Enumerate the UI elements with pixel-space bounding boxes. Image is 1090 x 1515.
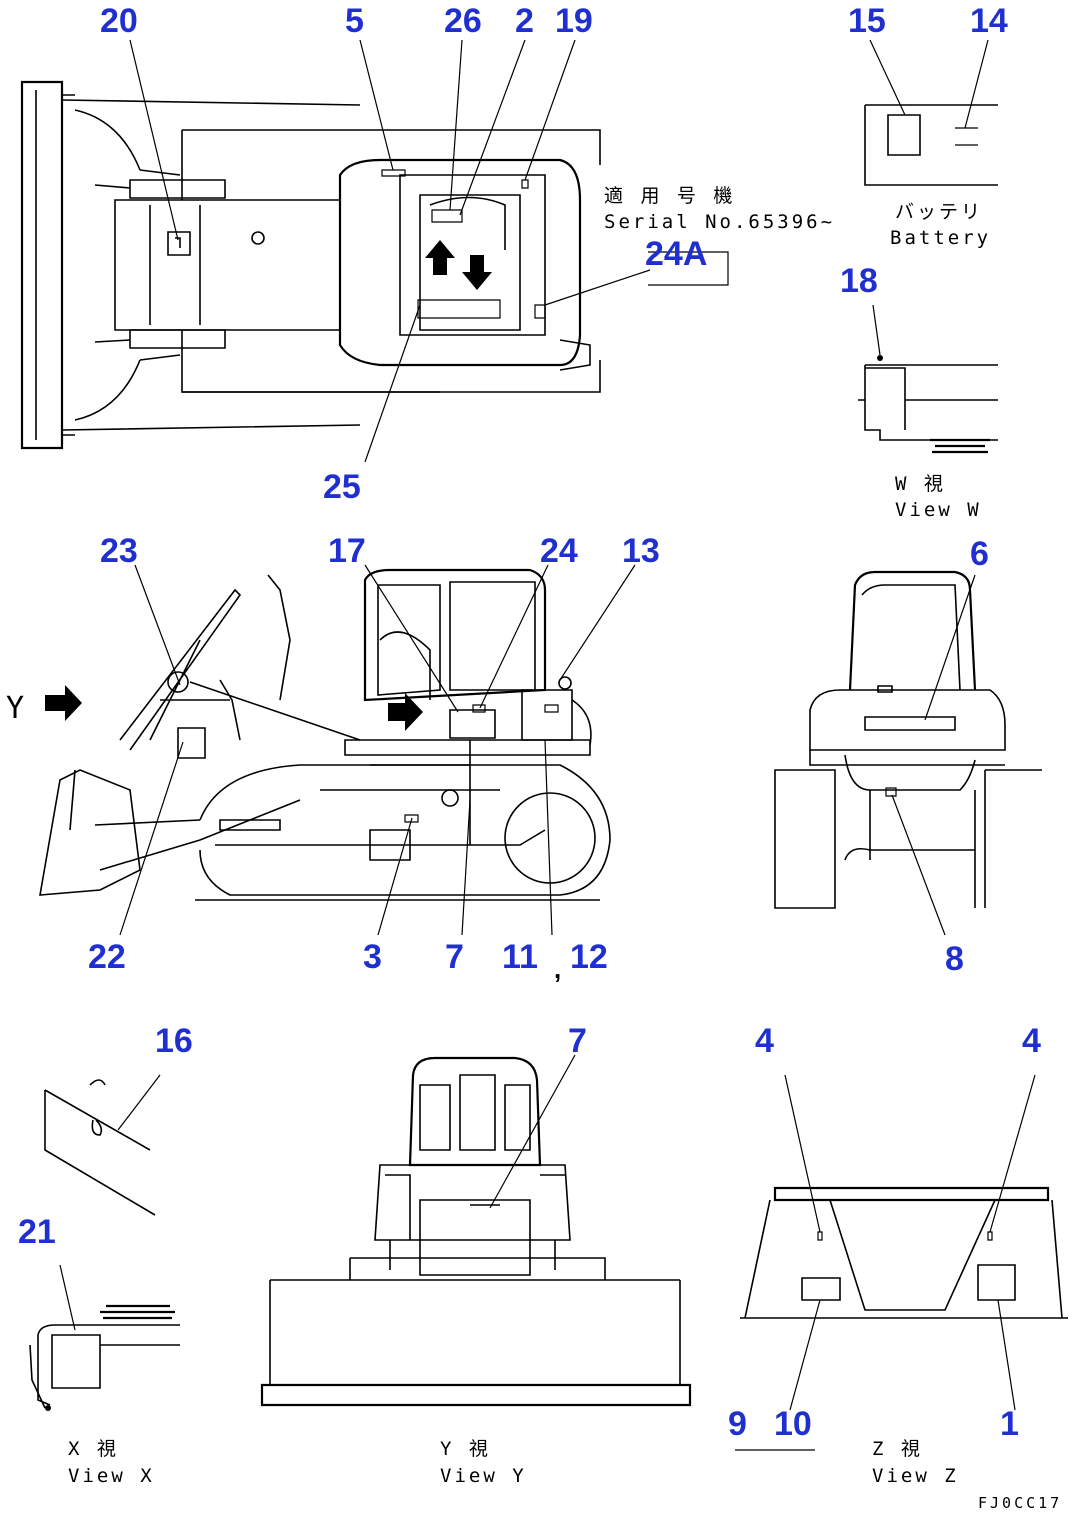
callout-7-viewy: 7 [568, 1022, 587, 1060]
callout-comma: , [554, 954, 561, 984]
callout-14: 14 [970, 2, 1008, 40]
callout-16: 16 [155, 1022, 193, 1060]
callout-2: 2 [515, 2, 534, 40]
battery-drawing [864, 39, 998, 186]
callout-19: 19 [555, 2, 593, 40]
serial-note-jp: 適 用 号 機 [604, 185, 735, 207]
view-y-label-en: View Y [440, 1465, 527, 1487]
callout-10: 10 [774, 1405, 812, 1443]
view-y-drawing [260, 1054, 692, 1407]
callout-7-side: 7 [445, 938, 464, 976]
callout-9: 9 [728, 1405, 747, 1443]
callout-15: 15 [848, 2, 886, 40]
callout-18: 18 [840, 262, 878, 300]
y-arrow-label: Y [6, 691, 27, 726]
view-x-label-jp: X 視 [68, 1438, 119, 1460]
callout-3: 3 [363, 938, 382, 976]
callout-1: 1 [1000, 1405, 1019, 1443]
side-view-drawing [39, 564, 636, 936]
callout-21: 21 [18, 1213, 56, 1251]
view-z-label-en: View Z [872, 1465, 959, 1487]
callout-24: 24 [540, 532, 578, 570]
callout-13: 13 [622, 532, 660, 570]
callout-25: 25 [323, 468, 361, 506]
callout-26: 26 [444, 2, 482, 40]
view-w-drawing [858, 304, 998, 454]
callout-22: 22 [88, 938, 126, 976]
callout-8: 8 [945, 940, 964, 978]
view-y-label-jp: Y 視 [440, 1438, 491, 1460]
callout-4-left: 4 [755, 1022, 774, 1060]
view-z-drawing [735, 1074, 1068, 1451]
callout-6: 6 [970, 535, 989, 573]
callout-4-right: 4 [1022, 1022, 1041, 1060]
view-z-label-jp: Z 視 [872, 1438, 923, 1460]
battery-label-jp: バッテリ [895, 201, 983, 223]
drawing-id: FJ0CC17 [978, 1494, 1062, 1512]
battery-label-en: Battery [890, 227, 991, 249]
callout-17: 17 [328, 532, 366, 570]
callout-24a: 24A [645, 235, 707, 273]
rear-view-drawing [774, 570, 1042, 936]
callout-5: 5 [345, 2, 364, 40]
view-x-drawing [29, 1074, 180, 1411]
view-w-label-jp: W 視 [895, 473, 946, 495]
top-view-drawing [20, 39, 729, 463]
callout-11: 11 [502, 938, 538, 976]
view-x-label-en: View X [68, 1465, 155, 1487]
view-w-label-en: View W [895, 499, 982, 521]
callout-12: 12 [570, 938, 608, 976]
serial-note-en: Serial No.65396~ [604, 211, 835, 233]
callout-20: 20 [100, 2, 138, 40]
callout-23: 23 [100, 532, 138, 570]
